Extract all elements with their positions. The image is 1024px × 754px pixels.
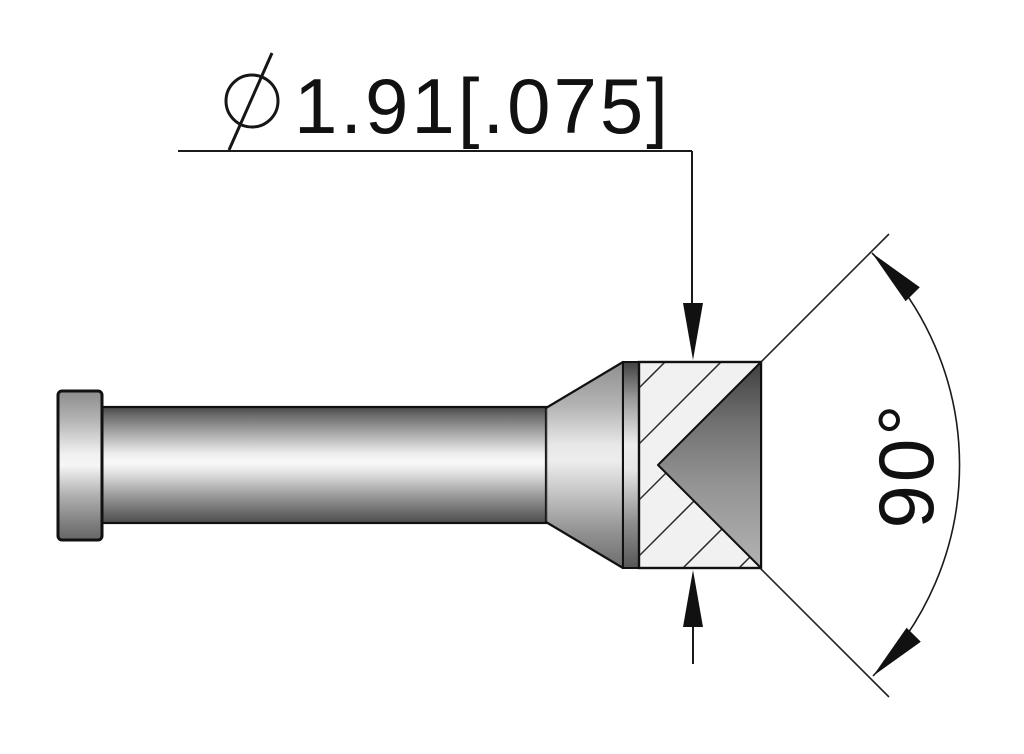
angle-extension-line-lower <box>759 567 890 698</box>
part-body <box>56 360 763 570</box>
diameter-symbol-icon <box>224 52 280 151</box>
shank-cylinder <box>98 405 549 525</box>
diameter-dimension-text: 1.91[.075] <box>294 62 671 150</box>
angle-dimension: 90° <box>759 233 961 698</box>
conical-flare <box>544 360 625 570</box>
rear-flange <box>56 389 104 542</box>
rim-band <box>622 361 640 569</box>
arrowhead-up-icon <box>683 570 703 627</box>
arrowhead-down-icon <box>683 303 703 360</box>
angle-extension-line-upper <box>760 233 890 363</box>
diameter-dimension: 1.91[.075] <box>178 52 703 664</box>
arrowhead-arc-upper-icon <box>872 253 920 302</box>
angle-dimension-text: 90° <box>862 402 950 529</box>
countersink-cavity <box>657 361 762 569</box>
angle-dimension-arc <box>871 252 961 677</box>
arrowhead-arc-lower-icon <box>873 627 921 676</box>
